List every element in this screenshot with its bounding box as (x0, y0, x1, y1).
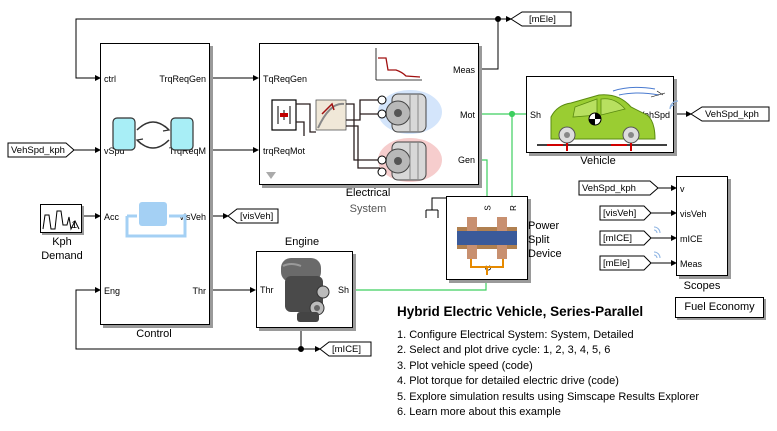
drive-cycle-icon (42, 210, 80, 231)
vehicle-car-icon (537, 86, 667, 151)
goto-tag-mice[interactable]: [mICE] (332, 344, 362, 355)
goto-tag-visveh[interactable]: [visVeh] (240, 211, 274, 222)
vehicle-port-sh: Sh (530, 110, 542, 120)
meas-feedback-line[interactable] (75, 16, 512, 81)
control-port-trqreqm: TrqReqM (168, 146, 206, 156)
control-port-ctrl: ctrl (104, 74, 116, 84)
planetary-gear-icon (457, 217, 517, 275)
electrical-diagram-icon (266, 48, 442, 182)
vehicle-port-vehspd: VehSpd (638, 110, 670, 120)
scope-from-tag-mele[interactable]: [mEle] (603, 258, 630, 269)
scopes-port-meas: Meas (680, 259, 703, 269)
mechanical-connections[interactable] (352, 110, 527, 291)
engine-port-sh: Sh (337, 285, 349, 295)
control-icon (112, 117, 194, 238)
electrical-port-trqreqmot: trqReqMot (263, 146, 306, 156)
kph-demand-label-line1: Kph (52, 236, 72, 248)
instruction-step-6[interactable]: 6. Learn more about this example (397, 406, 561, 419)
electrical-label-line1: Electrical (345, 187, 391, 199)
engine-port-thr: Thr (260, 285, 274, 295)
instruction-step-2[interactable]: 2. Select and plot drive cycle: 1, 2, 3,… (397, 344, 611, 357)
instruction-step-3[interactable]: 3. Plot vehicle speed (code) (397, 359, 533, 372)
instruction-list: 1. Configure Electrical System: System, … (397, 328, 699, 420)
instruction-step-1[interactable]: 1. Configure Electrical System: System, … (397, 329, 634, 341)
electrical-label-line2: System (349, 203, 387, 215)
power-split-label-line2: Split (528, 234, 550, 246)
scopes-port-visveh: visVeh (680, 209, 707, 219)
electrical-port-tqreqgen: TqReqGen (263, 74, 308, 84)
eng-feedback-line[interactable] (75, 287, 321, 352)
wireless-icon (669, 100, 679, 110)
control-port-vspd: vSpd (104, 146, 125, 156)
instruction-step-4[interactable]: 4. Plot torque for detailed electric dri… (397, 375, 619, 388)
engine-icon (281, 258, 330, 322)
scopes-port-v: v (680, 184, 685, 194)
goto-tag-vehspd[interactable]: VehSpd_kph (705, 109, 759, 120)
instruction-step-5[interactable]: 5. Explore simulation results using Sims… (397, 390, 700, 403)
kph-demand-value: 1 (71, 220, 77, 231)
control-port-eng: Eng (104, 286, 121, 296)
scopes-block[interactable]: v visVeh mICE Meas (676, 176, 728, 276)
scope-from-tag-vehspd[interactable]: VehSpd_kph (582, 183, 636, 194)
vehicle-label: Vehicle (580, 155, 616, 167)
ground-symbol (425, 197, 446, 218)
power-split-label-line1: Power (528, 220, 560, 232)
control-port-visveh: visVeh (179, 212, 206, 222)
power-split-label-line3: Device (528, 248, 562, 260)
scope-from-tag-mice[interactable]: [mICE] (603, 233, 633, 244)
kph-demand-label-line2: Demand (41, 250, 83, 262)
control-port-thr: Thr (192, 286, 207, 296)
control-block[interactable]: ctrl vSpd Acc Eng TrqReqGen TrqReqM visV… (100, 43, 210, 325)
goto-tag-mele[interactable]: [mEle] (529, 14, 556, 25)
electrical-port-mot: Mot (459, 110, 475, 120)
from-tag-vehspd[interactable]: VehSpd_kph (11, 145, 65, 156)
fuel-economy-button[interactable]: Fuel Economy (675, 297, 764, 318)
control-port-acc: Acc (104, 212, 120, 222)
engine-block[interactable]: Thr Sh (256, 251, 353, 328)
control-port-trqreqgen: TrqReqGen (159, 74, 206, 84)
control-label: Control (136, 328, 172, 340)
power-split-device-block[interactable]: S R C (446, 196, 528, 280)
model-title: Hybrid Electric Vehicle, Series-Parallel (397, 304, 644, 319)
scope-from-tag-visveh[interactable]: [visVeh] (603, 208, 637, 219)
vehicle-block[interactable]: Sh VehSpd (526, 76, 674, 153)
scopes-label: Scopes (683, 280, 721, 292)
electrical-port-gen: Gen (457, 155, 475, 165)
plot-thumbnail-icon (375, 48, 422, 81)
electrical-system-block[interactable]: TqReqGen trqReqMot Meas Mot Gen (259, 43, 479, 185)
electrical-port-meas: Meas (452, 65, 475, 75)
kph-demand-block[interactable]: 1 (40, 204, 82, 233)
engine-label: Engine (284, 236, 320, 248)
scopes-port-mice: mICE (680, 234, 703, 244)
